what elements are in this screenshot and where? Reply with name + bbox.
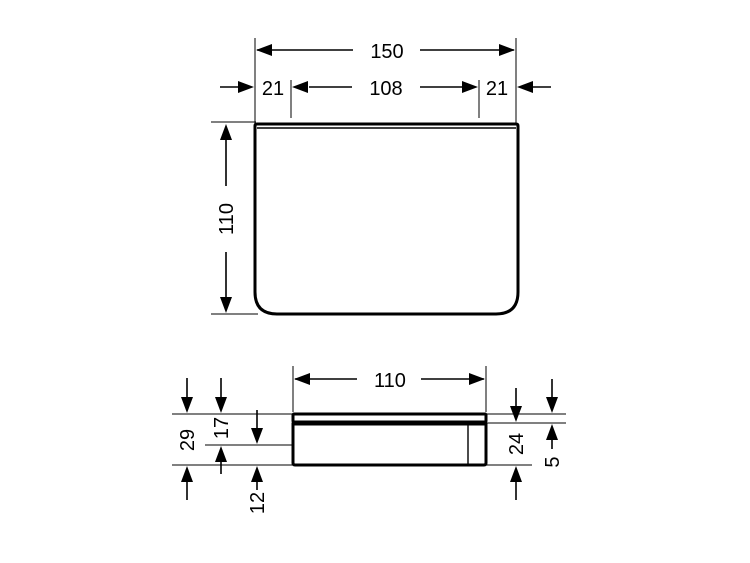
top-view-outline xyxy=(253,122,520,316)
dimension-label-24: 24 xyxy=(506,433,528,455)
top-view: 150 21 108 21 110 xyxy=(211,38,551,316)
dimension-label-110-depth: 110 xyxy=(216,203,238,235)
dimension-inner-row: 21 108 21 xyxy=(220,78,551,100)
dimension-lip-height: 5 xyxy=(542,379,564,468)
dimension-tray-height: 24 xyxy=(506,388,528,500)
side-view-lid xyxy=(291,412,488,424)
dimension-label-29: 29 xyxy=(177,429,199,451)
dimension-label-12: 12 xyxy=(247,492,269,514)
dimension-label-17: 17 xyxy=(211,417,233,439)
dimension-label-150: 150 xyxy=(370,41,403,63)
dimension-label-108: 108 xyxy=(369,78,402,100)
side-view-tray xyxy=(291,422,488,467)
dimension-label-right-21: 21 xyxy=(486,78,508,100)
dimension-upper-height: 17 xyxy=(211,378,233,474)
dimension-depth: 110 xyxy=(216,124,238,313)
side-view: 110 29 17 12 xyxy=(172,366,566,514)
dimension-lower-height: 12 xyxy=(247,410,269,514)
dimension-side-width: 110 xyxy=(294,370,485,392)
dimension-total-height: 29 xyxy=(177,378,199,500)
dimension-overall-width: 150 xyxy=(256,41,515,63)
dimension-label-110-width: 110 xyxy=(374,370,406,392)
dimension-label-left-21: 21 xyxy=(262,78,284,100)
dimension-label-5: 5 xyxy=(542,456,564,467)
